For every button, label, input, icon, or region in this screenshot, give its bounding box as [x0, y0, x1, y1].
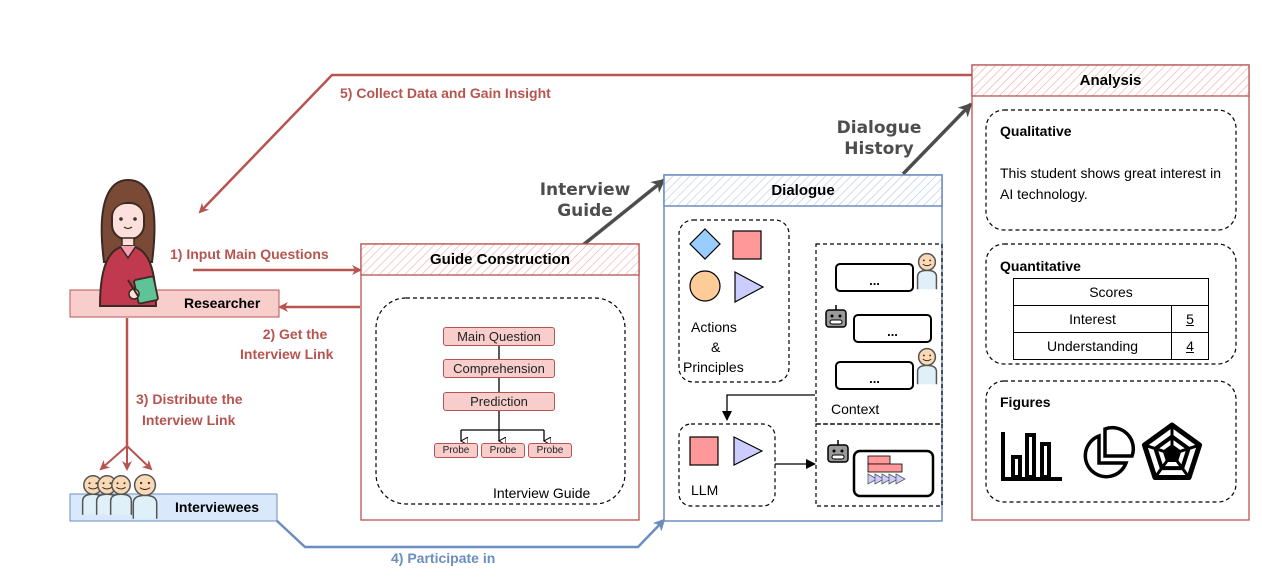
output-square-bar — [867, 455, 891, 465]
context-container — [815, 243, 943, 425]
step3-label-line1: 3) Distribute the — [136, 391, 243, 407]
user-avatar-icon — [916, 252, 938, 290]
context-label: Context — [831, 401, 880, 417]
triangle-mark — [874, 473, 885, 485]
score-label: Understanding — [1013, 332, 1172, 360]
researcher-label: Researcher — [184, 295, 261, 311]
step4-label: 4) Participate in — [391, 550, 496, 566]
bot-message-bubble: ... — [853, 314, 932, 343]
quantitative-container — [985, 243, 1237, 365]
bot-avatar-icon — [825, 305, 847, 328]
llm-container — [678, 423, 776, 507]
user-avatar-icon — [916, 347, 938, 385]
interview-guide-container — [375, 297, 626, 505]
bar-chart-icon — [1001, 432, 1062, 481]
triangle-mark — [888, 473, 899, 485]
actions-label: Actions — [691, 319, 737, 335]
qualitative-heading: Qualitative — [1000, 123, 1072, 139]
diamond-shape-icon — [689, 228, 721, 260]
step1-label: 1) Input Main Questions — [170, 246, 329, 262]
triangle-mark — [881, 473, 892, 485]
prediction-node: Prediction — [443, 392, 555, 411]
triangle-mark — [867, 473, 878, 485]
qualitative-text: This student shows great interest in AI … — [1000, 165, 1221, 202]
scores-header: Scores — [1013, 278, 1209, 306]
arrow-participate — [275, 518, 666, 549]
output-bubble — [852, 449, 935, 498]
arrow-interview-guide — [581, 178, 666, 247]
square-shape-icon — [732, 230, 762, 260]
arrow-dialogue-history — [901, 102, 973, 176]
arrow-distribute-left — [99, 445, 128, 471]
llm-triangle-icon — [733, 436, 764, 466]
interviewee-icon — [109, 475, 133, 515]
interviewee-icon — [132, 473, 158, 519]
arrow-distribute-right — [126, 445, 153, 471]
output-triangles-icon — [867, 473, 906, 485]
qualitative-container — [985, 109, 1237, 231]
llm-label: LLM — [691, 482, 719, 498]
analysis-title: Analysis — [1079, 72, 1142, 89]
score-value: 4 — [1171, 332, 1209, 360]
bot-avatar-icon — [827, 440, 849, 463]
comprehension-node: Comprehension — [443, 359, 555, 378]
dialogue-header — [663, 174, 943, 207]
interview-guide-flow-label-line1: Interview — [539, 180, 631, 200]
output-square-bar-2 — [867, 463, 903, 473]
quantitative-heading: Quantitative — [1000, 258, 1081, 274]
triangle-shape-icon — [734, 270, 765, 304]
llm-square-icon — [689, 436, 719, 466]
analysis-header — [971, 64, 1250, 97]
interviewees-avatars-icon — [81, 473, 158, 519]
arrow-context-to-llm — [722, 394, 815, 421]
main-question-node: Main Question — [443, 327, 555, 346]
dialogue-title: Dialogue — [771, 182, 835, 199]
table-row: Understanding 4 — [1013, 332, 1209, 360]
triangle-mark — [895, 473, 906, 485]
step2-label-line1: 2) Get the — [262, 326, 328, 342]
score-label: Interest — [1013, 305, 1172, 333]
step5-label: 5) Collect Data and Gain Insight — [340, 85, 551, 101]
radar-chart-icon — [1141, 422, 1203, 480]
guide-construction-header — [360, 243, 640, 276]
actions-principles-container — [678, 219, 790, 383]
interview-guide-flow-label-line2: Guide — [557, 201, 613, 221]
step2-label-line2: Interview Link — [240, 346, 334, 362]
probe-node: Probe — [434, 443, 478, 458]
guide-construction-title: Guide Construction — [430, 251, 570, 268]
table-row: Interest 5 — [1013, 305, 1209, 333]
probe-node: Probe — [481, 443, 525, 458]
user-message-bubble: ... — [835, 263, 914, 292]
probe-node: Probe — [528, 443, 572, 458]
guide-construction-panel — [360, 243, 640, 521]
interview-guide-label: Interview Guide — [493, 485, 591, 501]
pie-chart-icon — [1083, 425, 1136, 479]
scores-table: Scores Interest 5 Understanding 4 — [1013, 278, 1209, 360]
circle-shape-icon — [689, 270, 721, 302]
interviewees-label: Interviewees — [175, 499, 260, 515]
arrow-collect-data — [198, 73, 972, 214]
dialogue-history-flow-label-line1: Dialogue — [836, 118, 922, 138]
score-value: 5 — [1171, 305, 1209, 333]
researcher-avatar-icon — [98, 178, 159, 307]
principles-label: Principles — [683, 359, 744, 375]
step3-label-line2: Interview Link — [142, 412, 236, 428]
ampersand-label: & — [711, 339, 721, 355]
figures-container — [985, 380, 1237, 503]
figures-heading: Figures — [1000, 394, 1051, 410]
dialogue-history-flow-label-line2: History — [844, 139, 914, 159]
output-container — [815, 423, 943, 507]
user-message-bubble: ... — [835, 361, 914, 390]
